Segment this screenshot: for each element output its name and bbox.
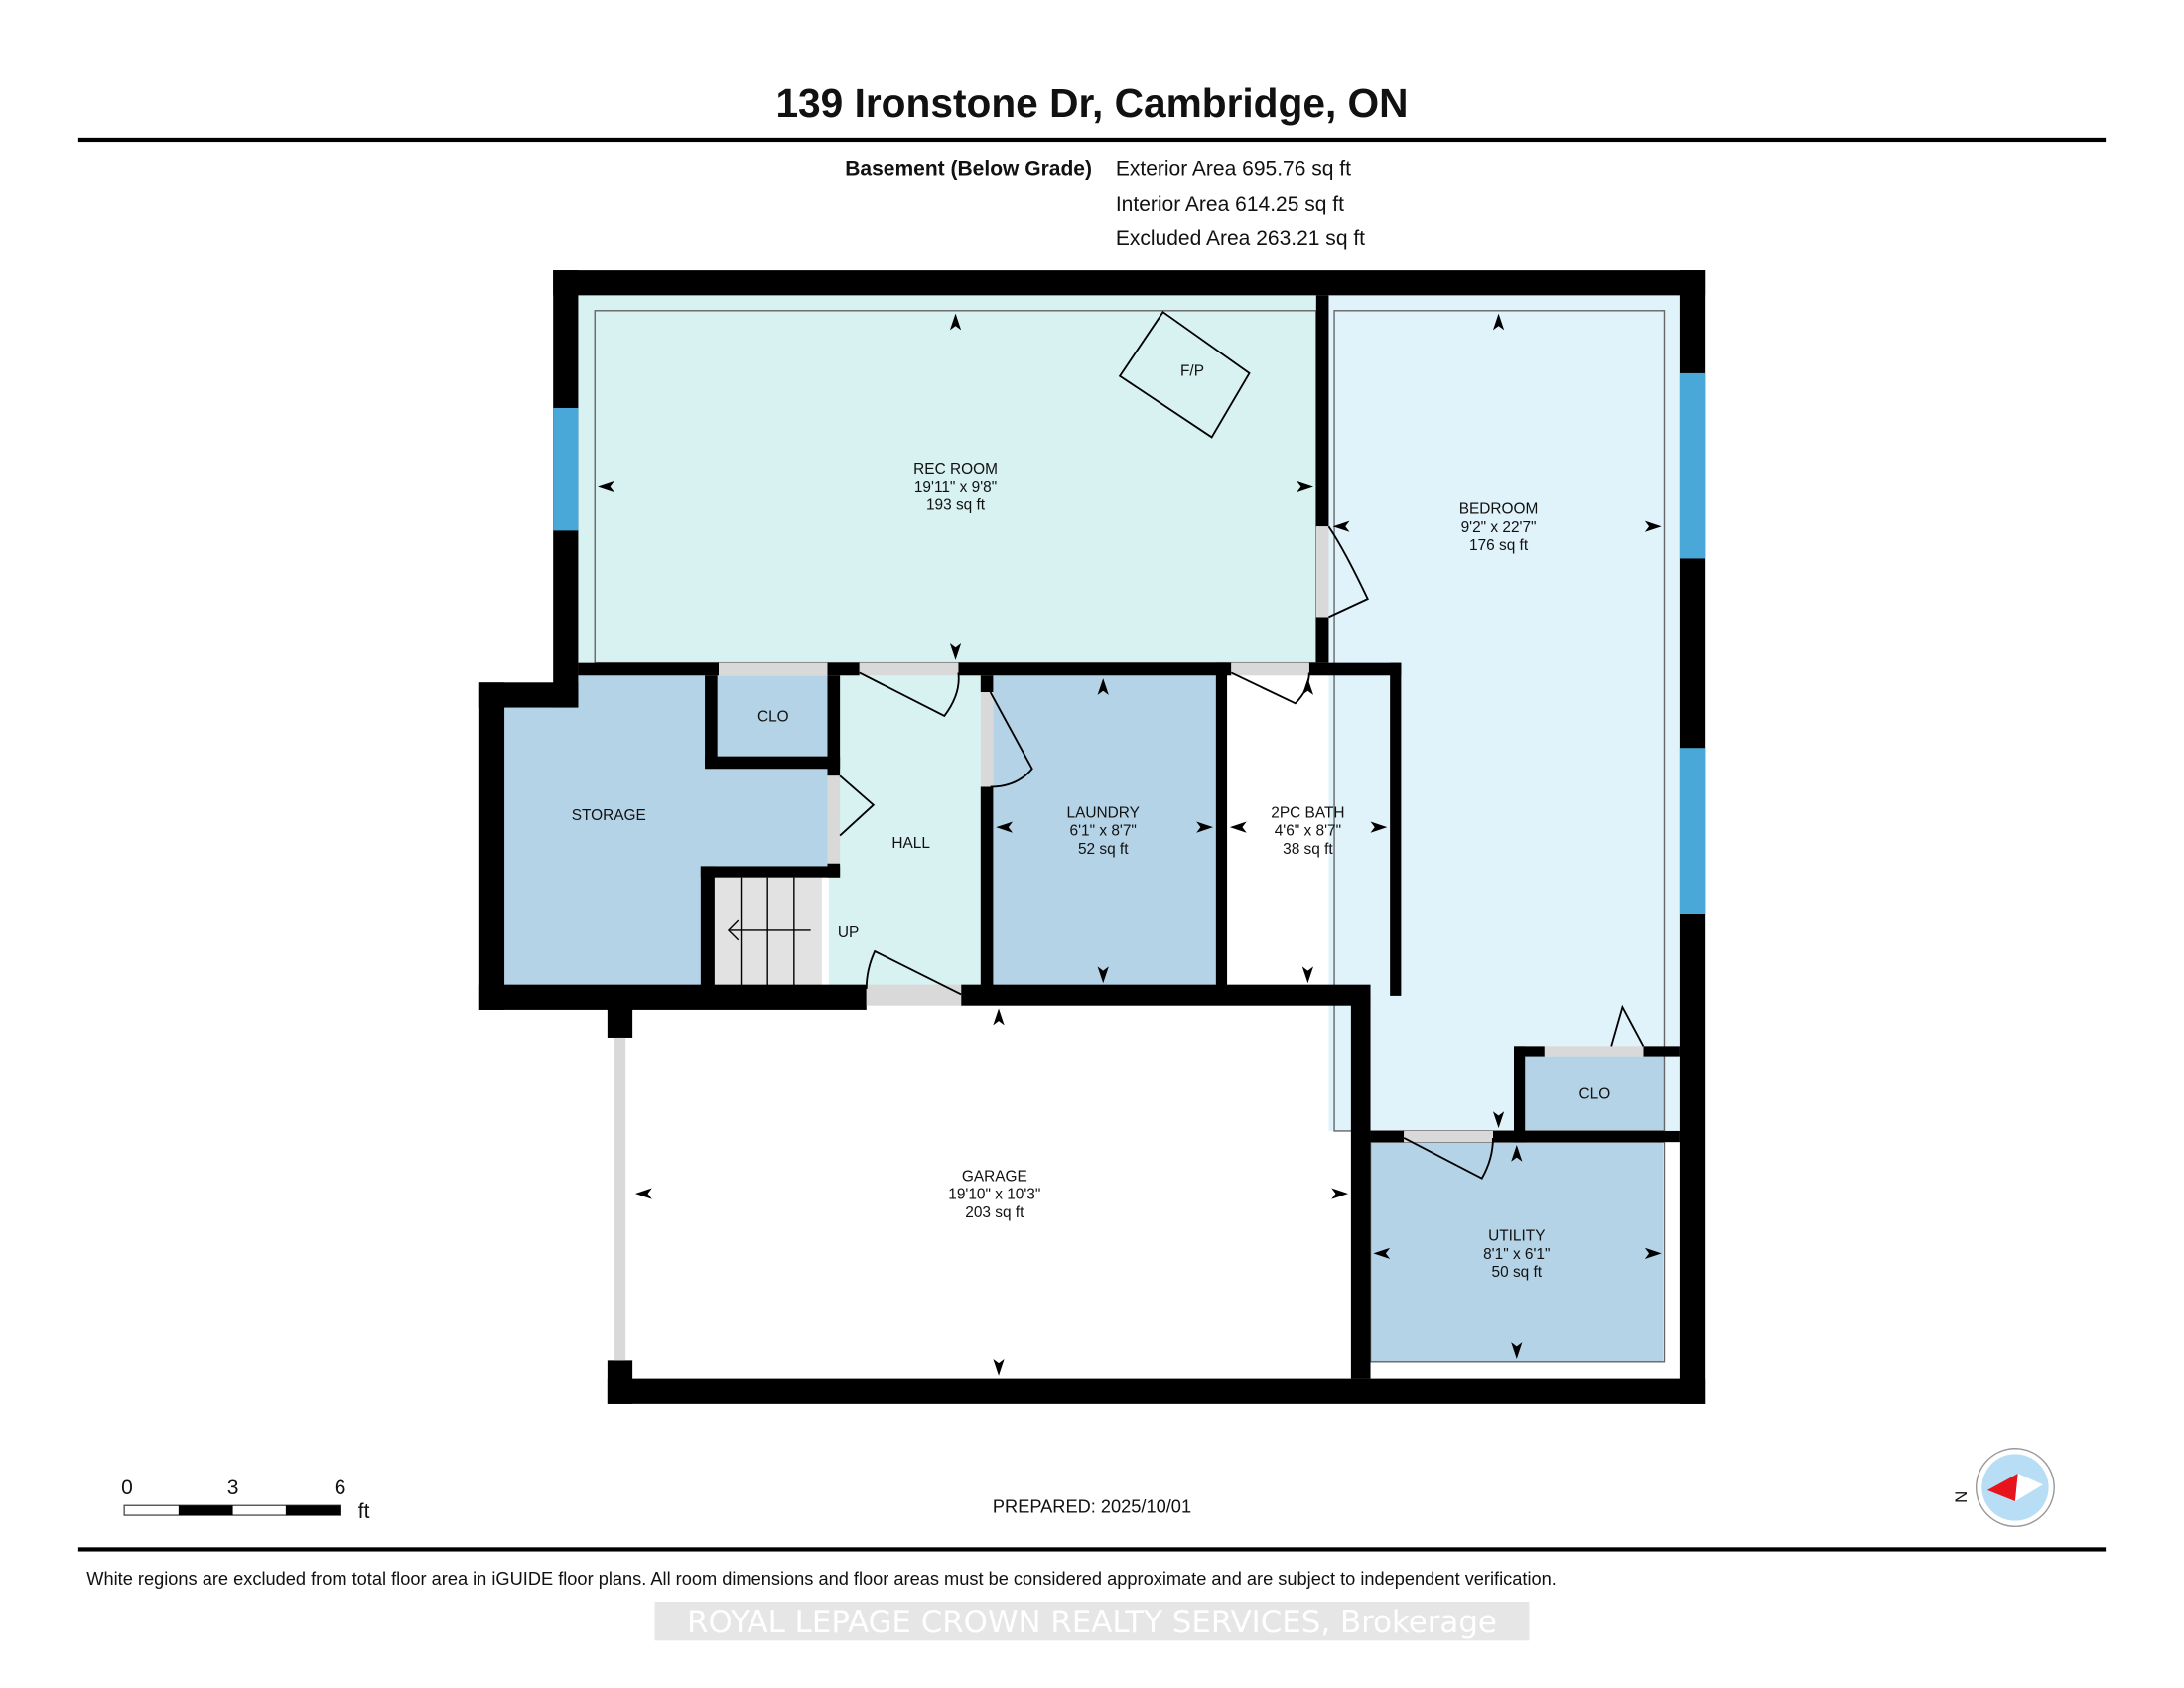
watermark: ROYAL LEPAGE CROWN REALTY SERVICES, Brok…	[687, 1605, 1497, 1640]
room-storage: STORAGE	[572, 807, 646, 824]
svg-text:193 sq ft: 193 sq ft	[926, 496, 986, 513]
svg-text:6'1" x 8'7": 6'1" x 8'7"	[1070, 823, 1137, 840]
storage-fill	[504, 675, 829, 987]
hall-fill	[828, 675, 981, 987]
svg-text:2PC BATH: 2PC BATH	[1271, 804, 1344, 821]
interior-area: Interior Area 614.25 sq ft	[1116, 193, 1344, 215]
svg-text:3: 3	[227, 1477, 239, 1499]
svg-text:8'1" x 6'1": 8'1" x 6'1"	[1483, 1246, 1550, 1263]
room-bath: 2PC BATH 4'6" x 8'7"38 sq ft	[1271, 804, 1344, 857]
room-closet-bedroom: CLO	[1579, 1086, 1611, 1103]
room-hall: HALL	[891, 835, 930, 852]
header-divider	[77, 137, 2107, 143]
bedroom-fill-lower	[1401, 974, 1514, 1131]
rec-room-fill	[578, 295, 1316, 663]
svg-text:9'2" x 22'7": 9'2" x 22'7"	[1461, 519, 1537, 536]
excluded-area: Excluded Area 263.21 sq ft	[1116, 227, 1365, 250]
svg-text:38 sq ft: 38 sq ft	[1283, 841, 1333, 858]
walls	[478, 270, 1706, 1404]
closet-hall-fill	[717, 675, 829, 757]
page-title: 139 Ironstone Dr, Cambridge, ON	[775, 80, 1408, 126]
fireplace: F/P	[1118, 310, 1251, 439]
svg-text:BEDROOM: BEDROOM	[1459, 501, 1539, 518]
laundry-fill	[993, 675, 1216, 987]
svg-text:LAUNDRY: LAUNDRY	[1067, 804, 1140, 821]
window-bedroom-upper	[1679, 372, 1706, 559]
svg-text:UTILITY: UTILITY	[1488, 1228, 1545, 1245]
svg-text:REC ROOM: REC ROOM	[913, 461, 998, 478]
watermark-bg	[654, 1602, 1530, 1641]
footer-divider	[77, 1547, 2107, 1552]
svg-text:GARAGE: GARAGE	[962, 1168, 1027, 1185]
fireplace-label: F/P	[1180, 363, 1204, 380]
door-swings	[839, 525, 1645, 1180]
room-closet-hall: CLO	[757, 709, 789, 726]
svg-text:19'10" x 10'3": 19'10" x 10'3"	[948, 1187, 1040, 1203]
room-laundry: LAUNDRY 6'1" x 8'7"52 sq ft	[1067, 804, 1140, 857]
dimension-arrows	[598, 313, 1662, 1376]
compass-icon: N	[1952, 1448, 2055, 1527]
disclaimer: White regions are excluded from total fl…	[86, 1568, 1557, 1589]
svg-text:ft: ft	[358, 1500, 370, 1523]
room-garage: GARAGE 19'10" x 10'3"203 sq ft	[948, 1168, 1040, 1220]
windows	[553, 372, 1706, 914]
stairs-label: UP	[838, 924, 859, 941]
window-rec-room	[553, 407, 579, 531]
svg-text:203 sq ft: 203 sq ft	[965, 1204, 1024, 1221]
stairs	[727, 877, 811, 987]
svg-text:6: 6	[335, 1477, 346, 1499]
utility-fill	[1370, 1142, 1664, 1362]
svg-text:0: 0	[121, 1477, 133, 1499]
room-fills	[504, 295, 1680, 1362]
svg-text:52 sq ft: 52 sq ft	[1078, 841, 1129, 858]
level-label: Basement (Below Grade)	[845, 158, 1092, 181]
svg-text:50 sq ft: 50 sq ft	[1492, 1264, 1543, 1281]
svg-text:4'6" x 8'7": 4'6" x 8'7"	[1275, 823, 1341, 840]
scale-bar: 0 3 6 ft	[121, 1477, 370, 1523]
svg-text:19'11" x 9'8": 19'11" x 9'8"	[914, 479, 997, 495]
window-bedroom-lower	[1679, 748, 1706, 914]
exterior-area: Exterior Area 695.76 sq ft	[1116, 158, 1351, 181]
openings	[614, 526, 1644, 1361]
svg-text:176 sq ft: 176 sq ft	[1469, 537, 1529, 554]
compass-north-label: N	[1952, 1491, 1971, 1503]
prepared-date: PREPARED: 2025/10/01	[993, 1495, 1191, 1516]
closet-bedroom-fill	[1525, 1056, 1665, 1131]
